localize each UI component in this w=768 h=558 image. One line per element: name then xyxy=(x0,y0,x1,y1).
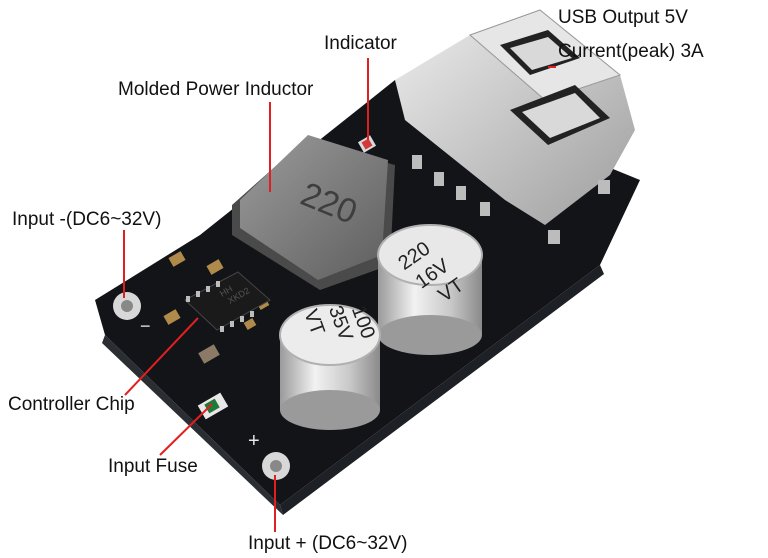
capacitor-100uf-35v: VT 35V 100 xyxy=(279,303,381,430)
label-input-plus: Input + (DC6~32V) xyxy=(248,533,408,554)
label-input-fuse: Input Fuse xyxy=(108,456,198,477)
input-fuse xyxy=(197,392,229,420)
label-molded-inductor: Molded Power Inductor xyxy=(118,79,314,100)
input-plus-pad xyxy=(262,452,290,480)
label-controller-chip: Controller Chip xyxy=(8,394,135,415)
input-minus-pad xyxy=(113,292,141,320)
controller-chip: HH XKD2 xyxy=(184,271,271,332)
molded-power-inductor: 220 xyxy=(232,135,395,290)
smd-components xyxy=(163,251,270,364)
label-input-minus: Input -(DC6~32V) xyxy=(12,209,162,230)
callout-line-controller xyxy=(124,317,199,396)
usb-port-lower xyxy=(510,85,610,145)
usb-connector xyxy=(395,9,635,244)
callout-line-fuse xyxy=(159,403,213,456)
usb-port-upper xyxy=(500,30,580,75)
label-usb-output: USB Output 5V xyxy=(558,7,688,28)
indicator-led xyxy=(357,135,377,153)
label-indicator: Indicator xyxy=(324,33,397,54)
label-current-peak: Current(peak) 3A xyxy=(558,41,704,62)
plus-silkscreen: + xyxy=(248,430,260,452)
callout-lines xyxy=(123,58,556,532)
capacitor-220uf-16v: 220 16V VT xyxy=(377,224,483,355)
minus-silkscreen: − xyxy=(140,316,151,336)
